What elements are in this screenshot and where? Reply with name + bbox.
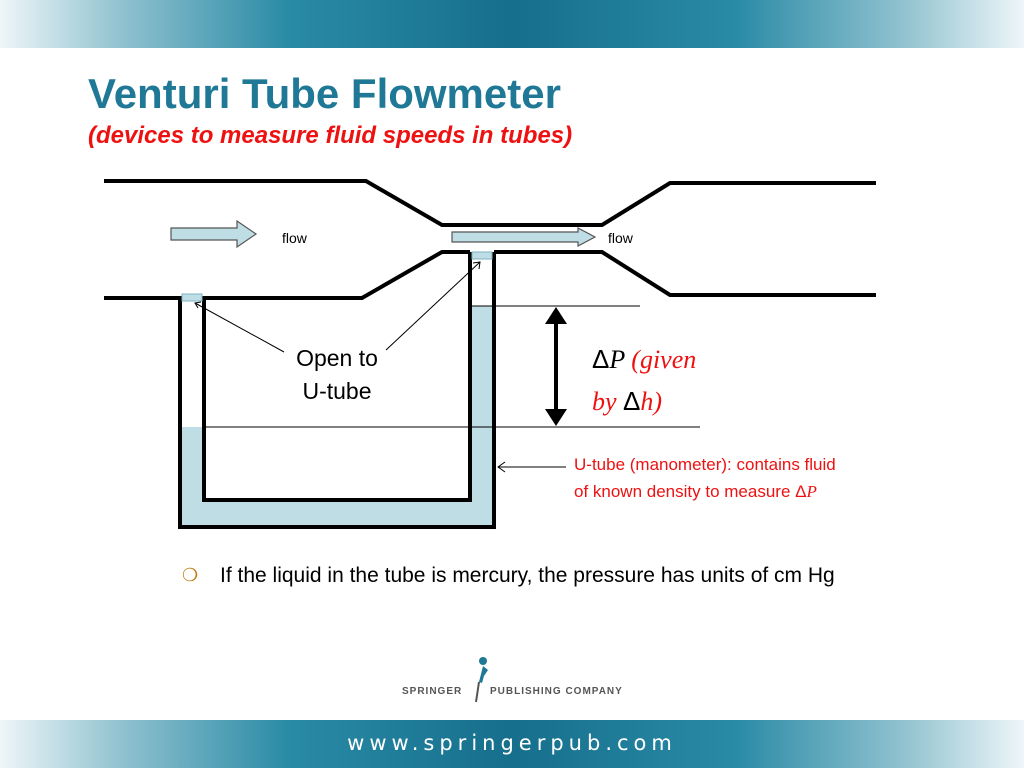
tap-opening-right: [471, 251, 493, 260]
fluid-bottom: [180, 500, 494, 527]
bottom-decorative-band: [0, 720, 1024, 768]
pipe-top-wall: [104, 179, 876, 227]
tap-opening-left: [181, 293, 203, 302]
u-tube-inner-wall: [202, 252, 472, 502]
pipe-bottom-wall-right: [494, 250, 876, 297]
logo-figure-icon: [475, 657, 488, 703]
delta-p-var: P: [608, 345, 625, 374]
delta-p-symbol: Δ: [592, 344, 609, 374]
delta-p-by: by: [592, 387, 623, 416]
manometer-pointer: [497, 461, 566, 473]
flow-arrow-left-icon: [170, 219, 258, 249]
delta-p-given: (given: [625, 345, 696, 374]
slide-title: Venturi Tube Flowmeter: [88, 70, 561, 117]
pipe-bottom-wall-left: [104, 250, 470, 300]
flow-label-right: flow: [608, 230, 634, 246]
delta-h-symbol: Δ: [623, 386, 640, 416]
manometer-label-var: P: [805, 482, 816, 501]
open-label-line2: U-tube: [302, 378, 371, 404]
logo-text-left: SPRINGER: [402, 686, 463, 697]
fluid-right-column: [470, 306, 494, 527]
top-decorative-band: [0, 0, 1024, 48]
manometer-label-text: of known density to measure Δ: [574, 482, 806, 501]
delta-p-line1: ΔP (given: [592, 344, 696, 374]
website-url: www.springerpub.com: [347, 731, 677, 755]
logo-text-right: PUBLISHING COMPANY: [490, 686, 623, 697]
bullet-point: ❍ If the liquid in the tube is mercury, …: [182, 562, 882, 589]
delta-p-line2: by Δh): [592, 386, 662, 416]
springer-logo: SPRINGER PUBLISHING COMPANY: [402, 656, 632, 706]
bullet-text: If the liquid in the tube is mercury, th…: [220, 564, 835, 587]
slide-subtitle: (devices to measure fluid speeds in tube…: [88, 122, 573, 149]
delta-h-var: h): [640, 387, 662, 416]
venturi-pipe: [104, 179, 876, 300]
bullet-marker-icon: ❍: [182, 565, 199, 585]
open-label-line1: Open to: [296, 345, 378, 371]
open-pointers: [194, 261, 481, 353]
delta-p-arrow: [545, 307, 567, 426]
manometer-label-line1: U-tube (manometer): contains fluid: [574, 455, 836, 474]
u-tube-outer-wall: [178, 252, 496, 529]
manometer-label-line2: of known density to measure ΔP: [574, 482, 817, 501]
manometer-fluid: [180, 306, 494, 527]
u-tube-walls: [178, 252, 496, 529]
flow-arrow-right-icon: [451, 227, 597, 247]
flow-label-left: flow: [282, 230, 308, 246]
